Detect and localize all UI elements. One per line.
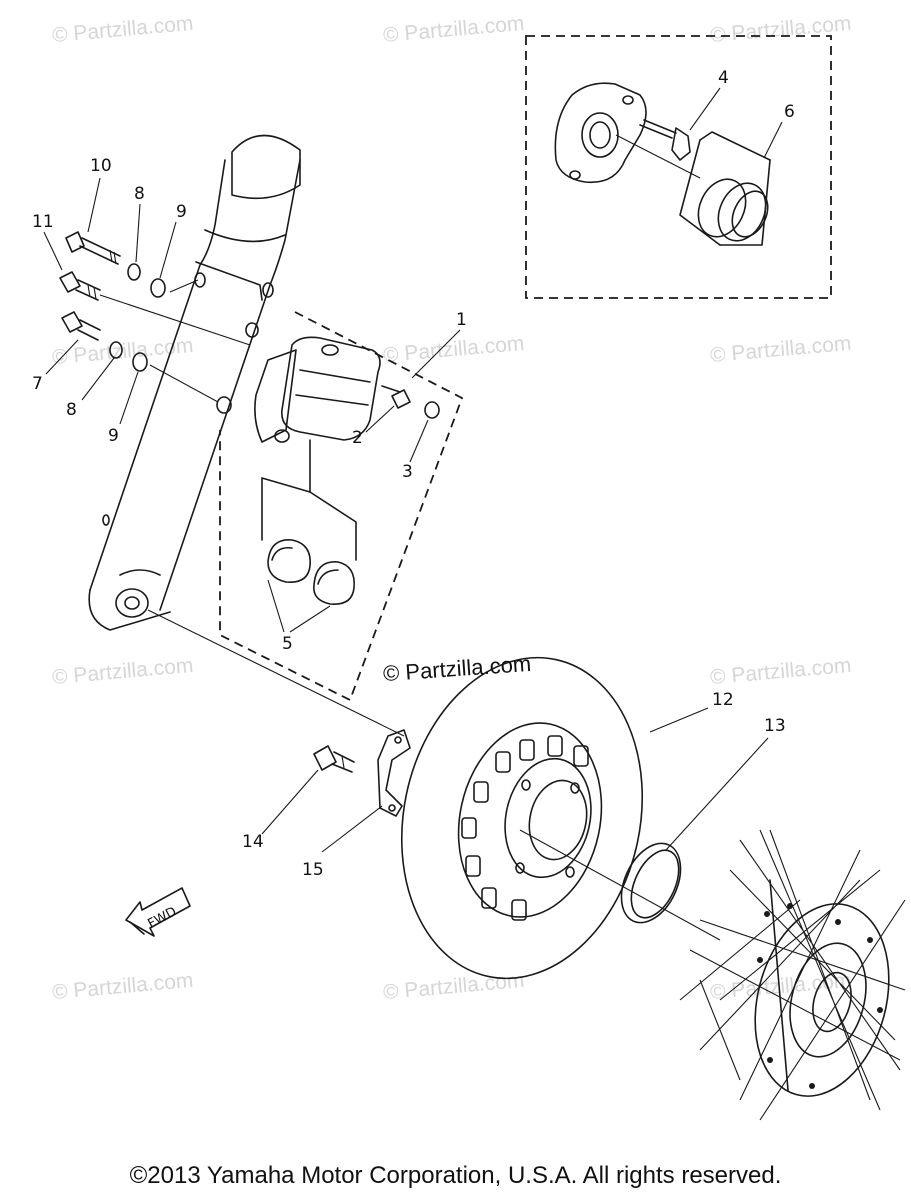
callout-11: 11 [32,212,54,232]
leader [365,405,395,433]
leader [411,329,461,379]
leader [689,87,721,131]
leader [615,134,701,179]
leader [519,829,721,941]
brake-pads [261,439,357,605]
inset-caliper-body [554,82,647,184]
leader [147,609,405,737]
washer-8-upper [127,263,141,281]
washer-9-lower [132,352,148,372]
leader [321,805,383,853]
leader [409,419,429,463]
brake-caliper [254,336,381,443]
brake-disc [400,656,644,980]
bleed-screw [639,119,691,161]
callout-3: 3 [402,462,413,482]
leader [267,579,331,633]
bolt-11 [59,271,101,301]
leader [45,339,79,375]
callout-7: 7 [32,374,43,394]
callout-10: 10 [90,156,112,176]
callout-8: 8 [134,184,145,204]
callout-14: 14 [242,832,264,852]
leader [763,121,783,159]
copyright-notice: ©2013 Yamaha Motor Corporation, U.S.A. A… [129,1162,782,1189]
callout-1: 1 [456,310,467,330]
callout-6: 6 [784,102,795,122]
bolt-10 [65,231,121,265]
callout-8: 8 [66,400,77,420]
bolt-7 [61,311,101,341]
bolt-2 [381,385,411,409]
callout-2: 2 [352,428,363,448]
callout-12: 12 [712,690,734,710]
bolt-14 [313,745,355,773]
leader [159,221,177,279]
leader [665,737,769,851]
washer-9-upper [150,278,166,298]
o-ring [620,842,682,924]
lock-plate-15 [377,729,411,817]
callout-4: 4 [718,68,729,88]
callout-9: 9 [176,202,187,222]
leader [261,769,319,835]
leader [119,371,139,425]
leader [135,203,141,263]
callout-9: 9 [108,426,119,446]
front-fork-leg [88,134,301,631]
wheel-hub [679,829,906,1121]
leader [149,364,219,403]
caliper-group-boundary [219,311,464,702]
fwd-label: FWD [145,904,179,931]
callout-15: 15 [302,860,324,880]
leader [43,231,63,271]
callout-5: 5 [282,634,293,654]
fwd-arrow-icon: FWD [125,887,191,937]
leader [649,707,709,733]
piston-seal-kit [679,131,771,246]
washer-8-lower [109,341,123,359]
leader [81,357,115,401]
leader [169,279,199,293]
callout-13: 13 [764,716,786,736]
cap-3 [424,401,440,419]
inset-box [525,35,832,299]
leader [99,294,251,346]
leader [87,177,101,233]
